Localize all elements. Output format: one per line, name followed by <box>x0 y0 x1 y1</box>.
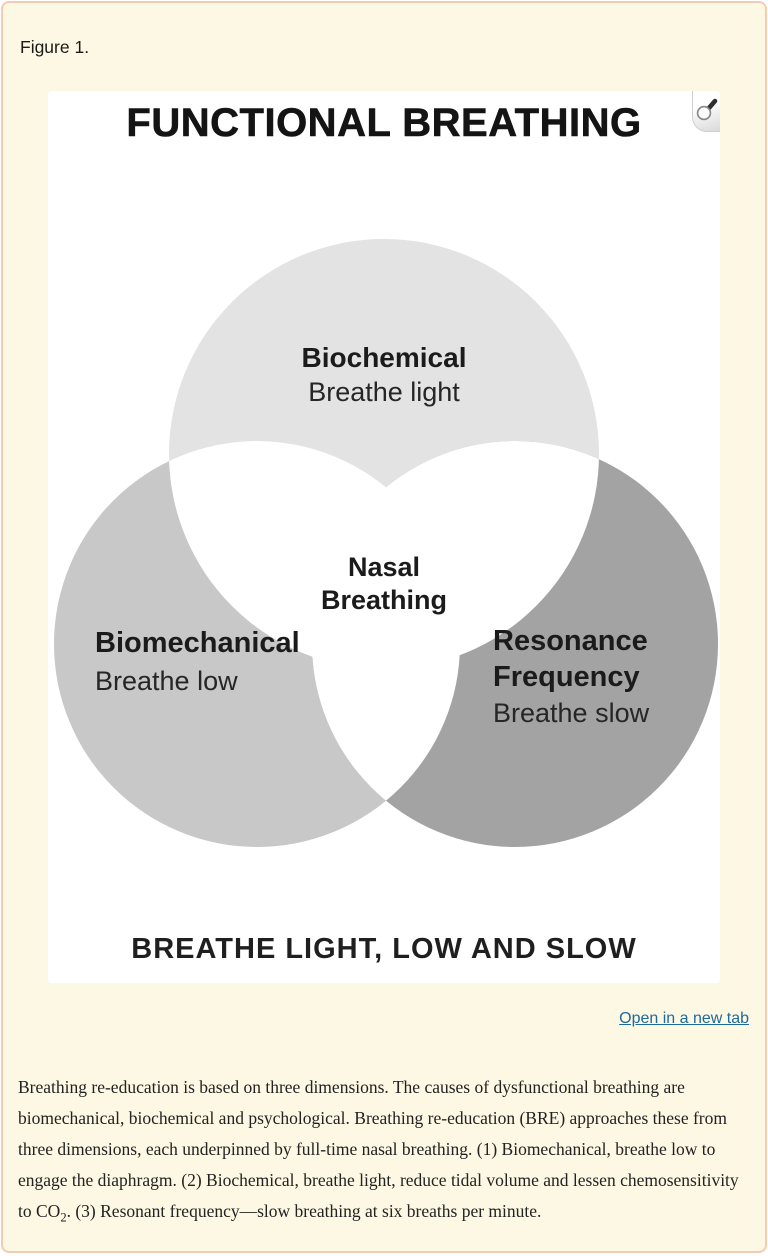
figure-caption: Breathing re-education is based on three… <box>18 1072 755 1227</box>
resonance-title-line2: Frequency <box>493 661 640 693</box>
venn-label-nasal-breathing: Nasal Breathing <box>48 551 720 617</box>
venn-label-biochemical: Biochemical Breathe light <box>48 341 720 409</box>
figure-panel: FUNCTIONAL BREATHING Biochemical Breathe… <box>48 91 720 983</box>
nasal-line2: Breathing <box>320 585 447 615</box>
caption-subscript: 2 <box>60 1210 67 1225</box>
venn-diagram <box>54 239 718 847</box>
link-row: Open in a new tab <box>18 1010 749 1028</box>
magnifier-icon <box>696 98 717 121</box>
open-in-new-tab-link[interactable]: Open in a new tab <box>619 1010 749 1027</box>
biochemical-title: Biochemical <box>301 342 467 373</box>
resonance-title-line1: Resonance <box>493 625 648 657</box>
caption-text-after-sub: . (3) Resonant frequency—slow breathing … <box>66 1201 542 1221</box>
resonance-subtitle: Breathe slow <box>493 698 650 728</box>
biomechanical-subtitle: Breathe low <box>95 666 238 696</box>
venn-label-resonance-frequency: Resonance Frequency Breathe slow <box>493 623 649 731</box>
biochemical-subtitle: Breathe light <box>308 377 460 407</box>
biomechanical-title: Biomechanical <box>95 627 300 659</box>
figure-title: FUNCTIONAL BREATHING <box>126 101 642 146</box>
venn-label-biomechanical: Biomechanical Breathe low <box>95 623 300 699</box>
figure-label: Figure 1. <box>20 37 90 57</box>
venn-overlap-left-right <box>312 441 460 847</box>
zoom-image-button[interactable] <box>692 91 720 132</box>
nasal-line1: Nasal <box>347 552 421 582</box>
caption-text-before-sub: Breathing re-education is based on three… <box>18 1077 739 1221</box>
figure-slogan: BREATHE LIGHT, LOW AND SLOW <box>131 933 637 965</box>
